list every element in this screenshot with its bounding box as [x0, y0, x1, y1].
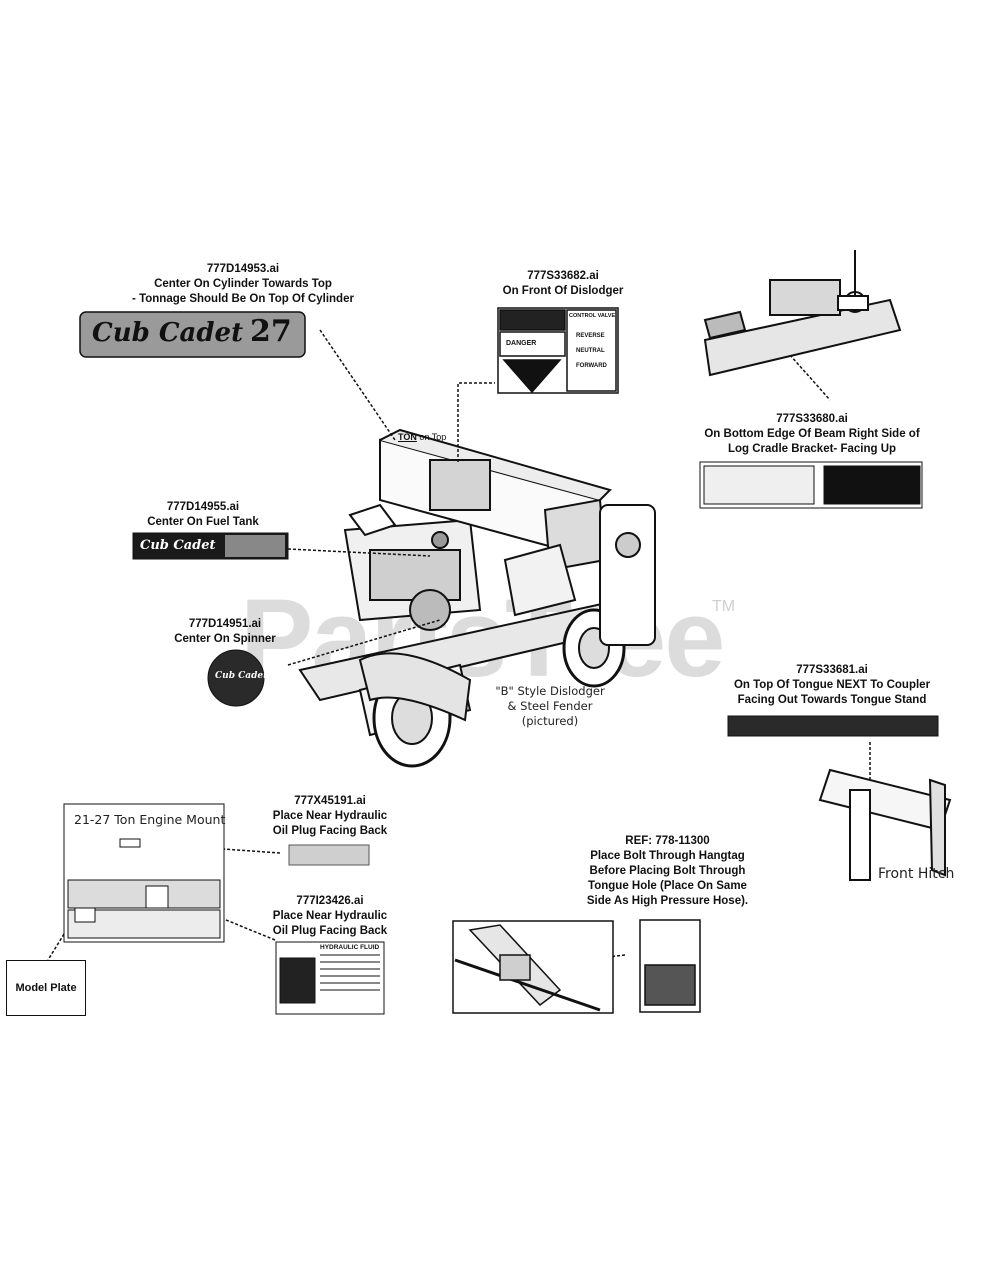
part-number: 777D14951.ai — [188, 618, 262, 630]
hydraulic-fluid-text: HYDRAULIC FLUID — [320, 944, 380, 951]
part-number: 777D14953.ai — [206, 263, 280, 275]
instruction-line: Place Near Hydraulic — [272, 910, 388, 922]
part-number: 777X45191.ai — [294, 795, 366, 807]
instruction-line: Facing Out Towards Tongue Stand — [737, 694, 927, 706]
fuel-tank-logo-decal: Cub Cadet — [140, 538, 216, 553]
instruction-line: Center On Cylinder Towards Top — [154, 278, 332, 290]
danger-text: DANGER — [506, 340, 537, 347]
tonnage-decal: 27 — [250, 314, 292, 349]
part-number: REF: 778-11300 — [625, 835, 710, 847]
instruction-line: Before Placing Bolt Through — [589, 865, 746, 877]
part-number: 777I23426.ai — [296, 895, 364, 907]
trademark-symbol: TM — [712, 598, 736, 615]
reverse-text: REVERSE — [576, 333, 605, 339]
model-plate-label: Model Plate — [15, 982, 77, 994]
part-number: 777S33682.ai — [527, 270, 599, 282]
instruction-line: Center On Spinner — [174, 633, 276, 645]
control-valve-text: CONTROL VALVE — [569, 313, 616, 319]
label-777d14951: 777D14951.ai Center On Spinner — [165, 617, 285, 647]
on-top-text: on Top — [416, 432, 447, 442]
spinner-logo-decal: Cub Cadet — [215, 671, 268, 681]
caption-line: (pictured) — [521, 714, 579, 728]
label-777s33682: 777S33682.ai On Front Of Dislodger — [478, 269, 648, 299]
label-ref-778-11300: REF: 778-11300 Place Bolt Through Hangta… — [575, 834, 760, 909]
label-777d14955: 777D14955.ai Center On Fuel Tank — [128, 500, 278, 530]
dislodger-caption: "B" Style Dislodger & Steel Fender (pict… — [480, 684, 620, 729]
label-777d14953: 777D14953.ai Center On Cylinder Towards … — [118, 262, 368, 307]
part-number: 777S33680.ai — [776, 413, 848, 425]
front-hitch-caption: Front Hitch — [878, 866, 955, 882]
label-777s33680: 777S33680.ai On Bottom Edge Of Beam Righ… — [682, 412, 942, 457]
label-777i23426: 777I23426.ai Place Near Hydraulic Oil Pl… — [255, 894, 405, 939]
neutral-text: NEUTRAL — [576, 348, 605, 354]
instruction-line: - Tonnage Should Be On Top Of Cylinder — [132, 293, 354, 305]
instruction-line: Place Bolt Through Hangtag — [590, 850, 745, 862]
instruction-line: Oil Plug Facing Back — [272, 925, 388, 937]
instruction-line: Tongue Hole (Place On Same — [588, 880, 747, 892]
forward-text: FORWARD — [576, 363, 607, 369]
instruction-line: Log Cradle Bracket- Facing Up — [727, 443, 897, 455]
model-plate-box: Model Plate — [6, 960, 86, 1016]
instruction-line: Place Near Hydraulic — [272, 810, 388, 822]
instruction-line: On Front Of Dislodger — [502, 285, 624, 297]
caption-line: "B" Style Dislodger — [495, 684, 605, 698]
engine-mount-caption: 21-27 Ton Engine Mount — [74, 812, 226, 827]
part-number: 777S33681.ai — [796, 664, 868, 676]
part-number: 777D14955.ai — [166, 501, 240, 513]
instruction-line: Oil Plug Facing Back — [272, 825, 388, 837]
label-777s33681: 777S33681.ai On Top Of Tongue NEXT To Co… — [712, 663, 952, 708]
label-777x45191: 777X45191.ai Place Near Hydraulic Oil Pl… — [255, 794, 405, 839]
ton-on-top-marker: TON on Top — [398, 432, 446, 442]
caption-line: & Steel Fender — [507, 699, 593, 713]
instruction-line: On Top Of Tongue NEXT To Coupler — [733, 679, 931, 691]
instruction-line: On Bottom Edge Of Beam Right Side of — [704, 428, 920, 440]
instruction-line: Center On Fuel Tank — [147, 516, 259, 528]
cub-cadet-logo-decal: Cub Cadet — [92, 318, 244, 348]
ton-text: TON — [398, 432, 417, 442]
instruction-line: Side As High Pressure Hose). — [586, 895, 749, 907]
